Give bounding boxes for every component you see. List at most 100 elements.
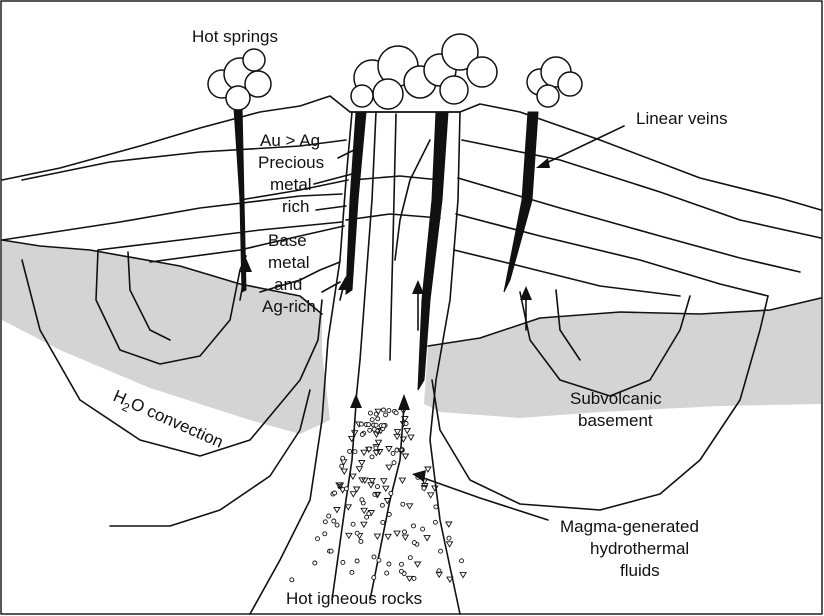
rock-fragment-dot xyxy=(344,487,348,491)
rock-fragment-dot xyxy=(327,514,331,518)
arrow-vent-right-head xyxy=(412,280,424,294)
rock-fragment-dot xyxy=(381,520,385,524)
rock-fragment-triangle xyxy=(383,486,389,491)
rock-fragment-triangle xyxy=(381,479,387,484)
rock-fragment-dot xyxy=(376,485,380,489)
vein-linear xyxy=(504,112,538,292)
rock-fragment-triangle xyxy=(428,493,434,498)
rock-fragment-dot xyxy=(360,433,364,437)
rock-fragment-dot xyxy=(377,558,381,562)
rock-fragment-dot xyxy=(403,530,407,534)
leader-linear-veins xyxy=(540,126,624,166)
rock-fragment-triangle xyxy=(345,505,351,510)
rock-fragment-dot xyxy=(313,561,317,565)
rock-fragment-triangle xyxy=(394,531,400,536)
rock-fragment-triangle xyxy=(415,562,421,567)
rock-fragment-dot xyxy=(376,417,380,421)
rock-fragment-dot xyxy=(404,422,408,426)
rock-fragment-dot xyxy=(348,449,352,453)
arrow-magma-1-head xyxy=(350,394,362,408)
rock-fragment-triangle xyxy=(350,474,356,479)
label-magma: Magma-generated xyxy=(560,517,699,536)
rock-fragment-triangle xyxy=(356,467,362,472)
rock-fragment-triangle xyxy=(402,535,408,540)
rock-fragment-triangle xyxy=(446,522,452,527)
rock-fragment-dot xyxy=(367,447,371,451)
rock-fragment-dot xyxy=(391,451,395,455)
rock-fragment-dot xyxy=(389,491,393,495)
strata-right-4 xyxy=(454,250,680,296)
label-base: Base xyxy=(268,231,307,250)
rock-fragment-triangle xyxy=(425,467,431,472)
rock-fragment-dot xyxy=(341,456,345,460)
rock-fragment-dot xyxy=(359,422,363,426)
rock-fragment-dot xyxy=(374,446,378,450)
rock-fragment-dot xyxy=(382,424,386,428)
label-metal-2: metal xyxy=(268,253,310,272)
rock-fragment-triangle xyxy=(361,508,367,513)
rock-fragment-dot xyxy=(394,411,398,415)
rock-fragment-dot xyxy=(422,486,426,490)
rock-fragment-dot xyxy=(372,576,376,580)
rock-fragment-dot xyxy=(400,562,404,566)
rock-fragment-dot xyxy=(323,532,327,536)
steam-cloud-vent-right xyxy=(424,34,497,104)
rock-fragment-dot xyxy=(370,418,374,422)
rock-fragment-dot xyxy=(316,537,320,541)
steam-cloud-left xyxy=(208,49,271,110)
label-hot-igneous: Hot igneous rocks xyxy=(286,589,422,608)
rock-fragment-triangle xyxy=(346,533,352,538)
rock-fragment-triangle xyxy=(460,573,466,578)
rock-fragment-dot xyxy=(380,503,384,507)
rock-fragment-triangle xyxy=(361,522,367,527)
rock-fragment-triangle xyxy=(404,428,410,433)
rock-fragment-dot xyxy=(412,576,416,580)
label-au-ag: Au > Ag xyxy=(260,131,320,150)
rock-fragment-dot xyxy=(323,520,327,524)
rock-fragment-dot xyxy=(401,502,405,506)
rock-fragment-dot xyxy=(355,531,359,535)
rock-fragment-triangle xyxy=(424,536,430,541)
strata-right-3 xyxy=(456,214,768,296)
leader-magma-head xyxy=(412,470,426,482)
rock-fragment-dot xyxy=(341,560,345,564)
rock-fragment-dot xyxy=(290,578,294,582)
rock-fragment-dot xyxy=(359,539,363,543)
rock-fragment-dot xyxy=(433,520,437,524)
rock-fragment-dot xyxy=(350,570,354,574)
rock-fragment-triangle xyxy=(374,534,380,539)
rock-fragment-dot xyxy=(387,562,391,566)
rock-fragment-triangle xyxy=(399,478,405,483)
leader-rich xyxy=(316,206,346,210)
rock-fragment-dot xyxy=(372,555,376,559)
rock-fragment-dot xyxy=(412,524,416,528)
rock-fragment-dot xyxy=(408,556,412,560)
rock-fragment-triangle xyxy=(408,435,414,440)
rock-fragment-dot xyxy=(372,427,376,431)
rock-fragment-dot xyxy=(340,464,344,468)
vent-inner-3 xyxy=(395,140,430,260)
label-and: and xyxy=(274,275,302,294)
label-hot-springs: Hot springs xyxy=(192,27,278,46)
rock-fragment-triangle xyxy=(386,447,392,452)
label-hydrothermal: hydrothermal xyxy=(590,539,689,558)
rock-fragment-dot xyxy=(355,559,359,563)
rock-fragment-triangle xyxy=(341,469,347,474)
vein-hot-springs xyxy=(234,106,246,292)
steam-cloud-vent-left xyxy=(351,46,436,109)
rock-fragment-dot xyxy=(365,515,369,519)
label-ag-rich: Ag-rich xyxy=(262,297,316,316)
vent-inner-4 xyxy=(352,176,440,180)
rock-fragment-dot xyxy=(447,536,451,540)
vent-inner-2 xyxy=(390,114,396,360)
rock-fragment-dot xyxy=(434,505,438,509)
rock-fragment-dot xyxy=(439,549,443,553)
rock-fragment-dot xyxy=(421,527,425,531)
rock-fragment-dot xyxy=(332,519,336,523)
rock-fragment-dot xyxy=(367,423,371,427)
rock-fragment-dot xyxy=(382,408,386,412)
rock-fragment-dot xyxy=(387,512,391,516)
rock-fragment-dot xyxy=(387,409,391,413)
label-metal: metal xyxy=(270,175,312,194)
